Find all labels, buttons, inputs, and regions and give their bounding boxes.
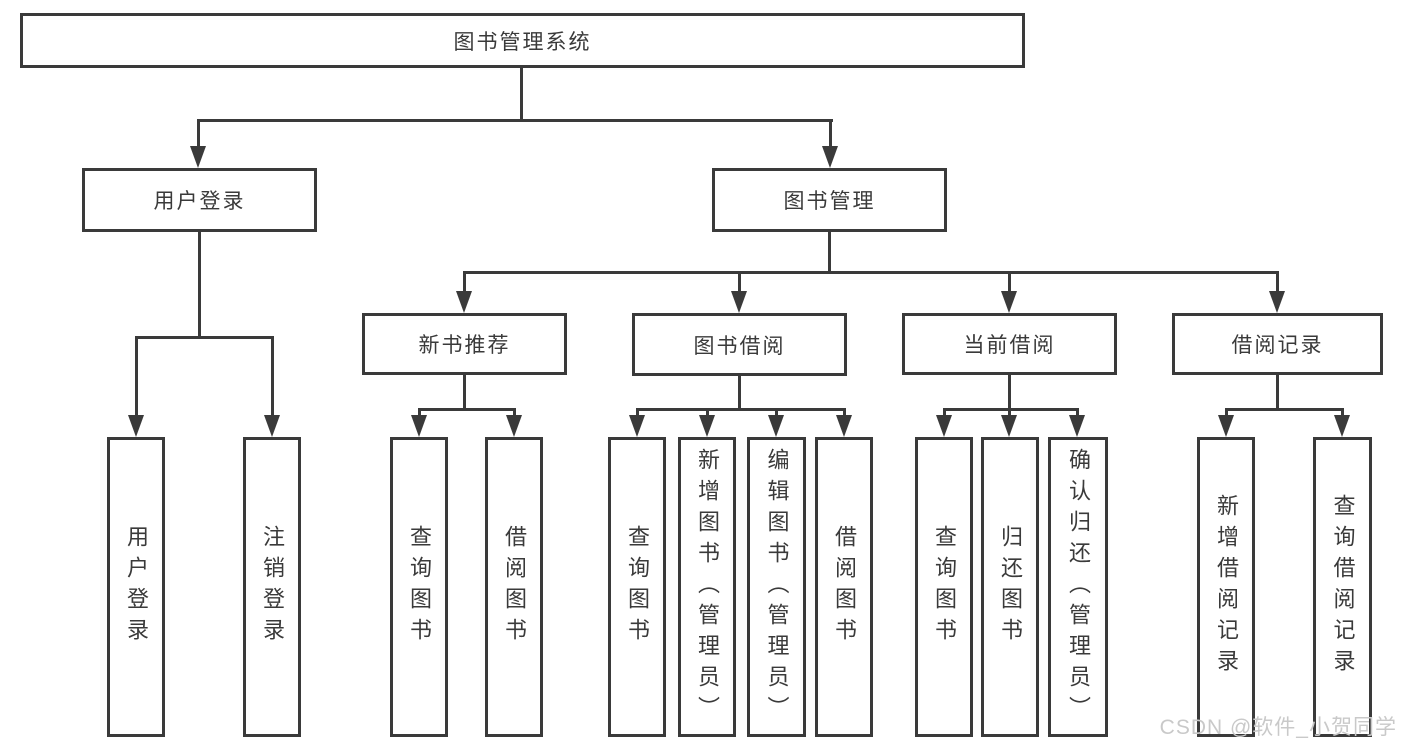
node-new-book-recommend: 新书推荐 [362, 313, 567, 375]
leaf-logout-label: 注销登录 [260, 525, 285, 649]
leaf-borrow-books-recommend: 借阅图书 [485, 437, 543, 737]
arrow-down-icon [936, 415, 952, 437]
connector-leaf-stem [843, 408, 846, 416]
leaf-add-borrow-record-label: 新增借阅记录 [1214, 494, 1239, 680]
leaf-query-books-borrow-label: 查询图书 [625, 525, 650, 649]
arrow-down-icon [1001, 291, 1017, 313]
node-current-borrow-label: 当前借阅 [963, 334, 1056, 357]
connector-book-borrow-down [738, 376, 741, 408]
node-borrow-records-label: 借阅记录 [1231, 334, 1324, 357]
node-new-book-recommend-label: 新书推荐 [418, 334, 511, 357]
node-current-borrow: 当前借阅 [902, 313, 1117, 375]
connector-borrow-records-stem [1276, 271, 1279, 292]
connector-leaf-stem [706, 408, 709, 416]
leaf-query-borrow-record: 查询借阅记录 [1313, 437, 1372, 737]
arrow-down-icon [264, 415, 280, 437]
connector-leaf-stem [943, 408, 946, 416]
node-book-borrow-label: 图书借阅 [693, 334, 786, 358]
connector-new-book-stem [463, 271, 466, 292]
arrow-down-icon [411, 415, 427, 437]
connector-leaf-stem [1341, 408, 1344, 416]
arrow-down-icon [1269, 291, 1285, 313]
node-borrow-records: 借阅记录 [1172, 313, 1383, 375]
arrow-down-icon [629, 415, 645, 437]
node-book-management: 图书管理 [712, 168, 947, 232]
connector-book-management-stem [829, 119, 832, 147]
node-user-login-label: 用户登录 [153, 190, 246, 213]
connector-borrow-records-down [1276, 375, 1279, 408]
leaf-add-book-admin: 新增图书（管理员） [678, 437, 736, 737]
connector-level2-rail [464, 271, 1279, 274]
csdn-watermark: CSDN @软件_小贺同学 [1159, 716, 1397, 739]
leaf-confirm-return-admin-label: 确认归还（管理员） [1066, 447, 1091, 727]
connector-user-login-rail [135, 336, 274, 339]
leaf-query-books-current: 查询图书 [915, 437, 973, 737]
node-book-borrow: 图书借阅 [632, 313, 847, 376]
leaf-confirm-return-admin: 确认归还（管理员） [1048, 437, 1108, 737]
node-root: 图书管理系统 [20, 13, 1025, 68]
connector-book-borrow-rail [636, 408, 846, 411]
leaf-query-books-recommend: 查询图书 [390, 437, 448, 737]
connector-leaf-logout-stem [271, 336, 274, 416]
connector-borrow-records-rail [1225, 408, 1344, 411]
leaf-edit-book-admin-label: 编辑图书（管理员） [764, 447, 790, 727]
connector-user-login-stem [197, 119, 200, 147]
node-user-login: 用户登录 [82, 168, 317, 232]
leaf-borrow-books-borrow: 借阅图书 [815, 437, 873, 737]
connector-leaf-user-login-stem [135, 336, 138, 416]
node-root-label: 图书管理系统 [453, 30, 592, 54]
arrow-down-icon [1001, 415, 1017, 437]
connector-current-borrow-rail [943, 408, 1079, 411]
connector-leaf-stem [636, 408, 639, 416]
leaf-return-book: 归还图书 [981, 437, 1039, 737]
arrow-down-icon [822, 146, 838, 168]
arrow-down-icon [1334, 415, 1350, 437]
node-book-management-label: 图书管理 [783, 190, 876, 213]
connector-leaf-stem [418, 408, 421, 416]
arrow-down-icon [128, 415, 144, 437]
leaf-add-book-admin-label: 新增图书（管理员） [695, 447, 720, 727]
arrow-down-icon [456, 291, 472, 313]
leaf-query-books-borrow: 查询图书 [608, 437, 666, 737]
leaf-borrow-books-recommend-label: 借阅图书 [502, 525, 527, 649]
leaf-edit-book-admin: 编辑图书（管理员） [747, 437, 806, 737]
connector-current-borrow-stem [1008, 271, 1011, 292]
connector-new-book-down [463, 375, 466, 408]
arrow-down-icon [768, 415, 784, 437]
leaf-return-book-label: 归还图书 [998, 525, 1023, 649]
leaf-query-books-current-label: 查询图书 [932, 525, 957, 649]
connector-user-login-down [198, 232, 201, 336]
connector-current-borrow-down [1008, 375, 1011, 408]
leaf-borrow-books-borrow-label: 借阅图书 [832, 525, 857, 649]
connector-book-management-down [828, 232, 831, 271]
arrow-down-icon [190, 146, 206, 168]
leaf-user-login-label: 用户登录 [124, 525, 149, 649]
arrow-down-icon [836, 415, 852, 437]
leaf-query-borrow-record-label: 查询借阅记录 [1330, 494, 1356, 680]
arrow-down-icon [1069, 415, 1085, 437]
leaf-logout: 注销登录 [243, 437, 301, 737]
arrow-down-icon [699, 415, 715, 437]
leaf-add-borrow-record: 新增借阅记录 [1197, 437, 1255, 737]
connector-leaf-stem [1225, 408, 1228, 416]
leaf-query-books-recommend-label: 查询图书 [407, 525, 432, 649]
connector-new-book-rail [418, 408, 516, 411]
connector-leaf-stem [513, 408, 516, 416]
connector-book-borrow-stem [738, 271, 741, 292]
connector-leaf-stem [775, 408, 778, 416]
arrow-down-icon [506, 415, 522, 437]
connector-root-stem [520, 68, 523, 119]
arrow-down-icon [731, 291, 747, 313]
arrow-down-icon [1218, 415, 1234, 437]
leaf-user-login: 用户登录 [107, 437, 165, 737]
connector-leaf-stem [1008, 408, 1011, 416]
connector-level1-rail [197, 119, 833, 122]
connector-leaf-stem [1076, 408, 1079, 416]
